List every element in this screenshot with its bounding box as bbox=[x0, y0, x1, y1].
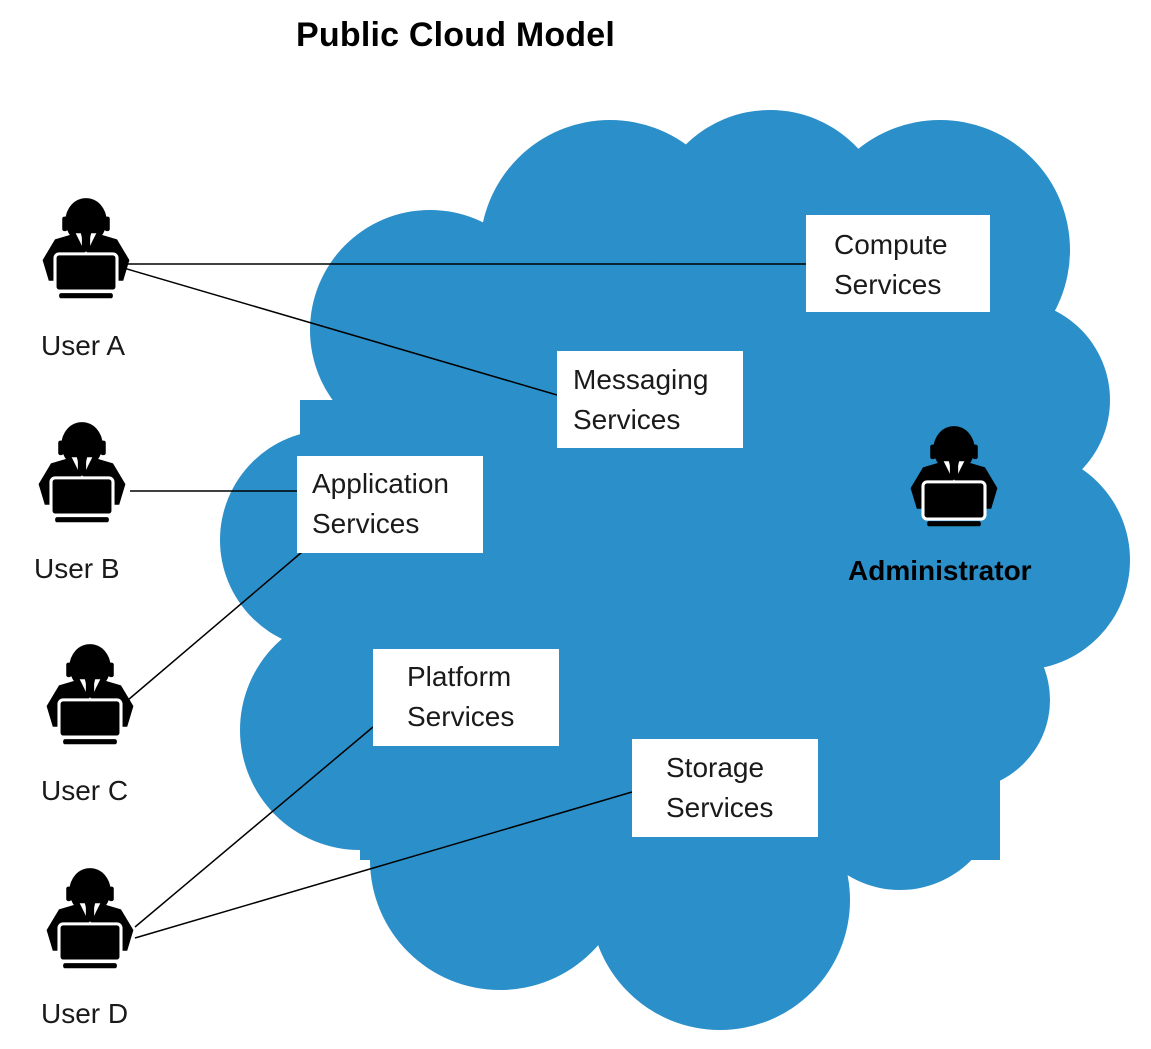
user-d-icon bbox=[45, 866, 135, 970]
compute-services-line1: Compute bbox=[834, 229, 948, 260]
storage-services-box[interactable]: Storage Services bbox=[632, 739, 818, 837]
storage-services-line2: Services bbox=[666, 792, 774, 823]
user-a-icon bbox=[41, 196, 131, 300]
compute-services-line2: Services bbox=[834, 269, 942, 300]
line-user-d-storage bbox=[134, 791, 633, 939]
platform-services-box[interactable]: Platform Services bbox=[373, 649, 559, 746]
user-a-label: User A bbox=[41, 330, 126, 361]
user-d-label: User D bbox=[41, 998, 129, 1029]
application-services-line1: Application bbox=[312, 468, 449, 499]
user-c-icon bbox=[45, 642, 135, 746]
line-user-c-application bbox=[127, 551, 303, 701]
connector-lines bbox=[109, 263, 806, 939]
diagram-title: Public Cloud Model bbox=[296, 16, 616, 54]
application-services-box[interactable]: Application Services bbox=[297, 456, 483, 553]
application-services-line2: Services bbox=[312, 508, 420, 539]
platform-services-line2: Services bbox=[407, 701, 515, 732]
line-user-a-messaging bbox=[109, 263, 558, 396]
messaging-services-line2: Services bbox=[573, 404, 681, 435]
user-b-label: User B bbox=[34, 553, 120, 584]
messaging-services-box[interactable]: Messaging Services bbox=[557, 351, 743, 448]
user-c-label: User C bbox=[41, 775, 129, 806]
user-b-icon bbox=[37, 420, 127, 524]
line-user-d-platform bbox=[134, 726, 374, 928]
storage-services-line1: Storage bbox=[666, 752, 765, 783]
administrator-label: Administrator bbox=[848, 555, 1032, 586]
platform-services-line1: Platform bbox=[407, 661, 512, 692]
compute-services-box[interactable]: Compute Services bbox=[806, 215, 990, 312]
messaging-services-line1: Messaging bbox=[573, 364, 709, 395]
